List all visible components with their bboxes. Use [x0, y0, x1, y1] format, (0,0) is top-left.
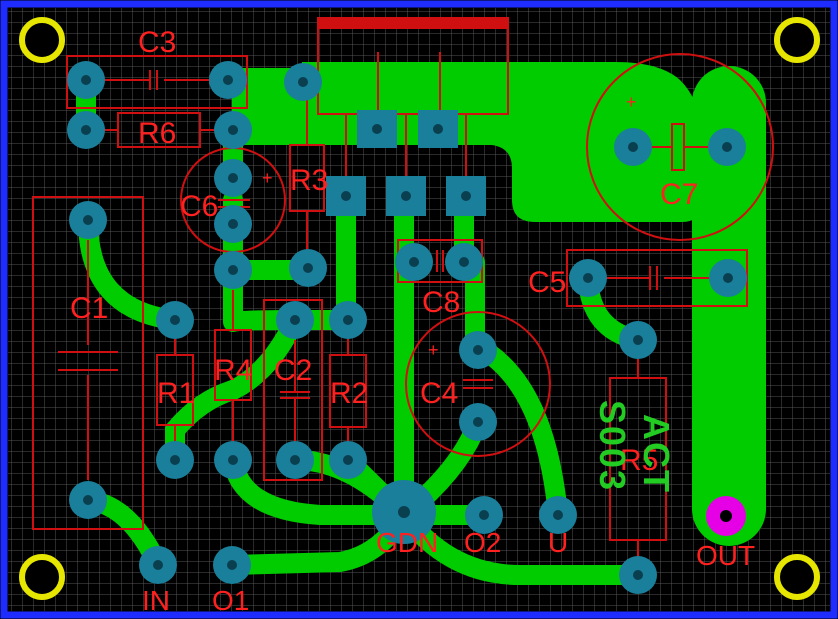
label-o2: O2 — [464, 527, 501, 558]
mounting-hole-top-right — [774, 17, 820, 63]
o1-pad-drill — [227, 560, 237, 570]
pad-layer — [19, 17, 820, 600]
label-r2: R2 — [330, 377, 368, 410]
trace-r1-mid — [165, 310, 305, 440]
label-c4: C4 — [420, 377, 458, 410]
c4-pad-2-drill — [473, 417, 483, 427]
mounting-hole-bottom-right — [774, 554, 820, 600]
r2-pad-1-drill — [343, 315, 353, 325]
label-c2: C2 — [274, 354, 312, 387]
label-r5: R5 — [620, 444, 658, 477]
label-in: IN — [142, 585, 170, 616]
label-out: OUT — [696, 540, 755, 571]
c2-pad-1-drill — [290, 315, 300, 325]
label-c8: C8 — [422, 286, 460, 319]
label-c6: C6 — [180, 190, 218, 223]
r5-pad-1-drill — [633, 335, 643, 345]
label-c3: C3 — [138, 26, 176, 59]
label-r3: R3 — [290, 164, 328, 197]
r4-pad-2-drill — [228, 455, 238, 465]
c2-pad-2-drill — [290, 455, 300, 465]
u-pad-drill — [553, 510, 563, 520]
label-layer: C3 R6 R3 C6 + C1 R1 R4 C2 R2 C8 C4 + C5 … — [70, 26, 755, 616]
r1-pad-2-drill — [170, 455, 180, 465]
c8-pad-1-drill — [409, 257, 419, 267]
c5-pad-1-drill — [583, 273, 593, 283]
c2-outline — [263, 299, 323, 481]
mounting-hole-bottom-left — [19, 554, 65, 600]
in-pad-drill — [153, 560, 163, 570]
c7-pad-2-drill — [722, 142, 732, 152]
mounting-hole-top-left — [19, 17, 65, 63]
label-o1: O1 — [212, 585, 249, 616]
c7-outline — [586, 53, 774, 241]
regulator-lead-pad-drill — [298, 77, 308, 87]
r3-pad-2-drill — [303, 263, 313, 273]
c6-pad-1-drill — [228, 173, 238, 183]
label-gdn: GDN — [376, 527, 438, 558]
c5-pad-2-drill — [723, 273, 733, 283]
o2-pad-drill — [479, 510, 489, 520]
label-c6-plus: + — [262, 168, 273, 188]
label-r6: R6 — [138, 117, 176, 150]
c1-outline — [32, 196, 144, 530]
c3-outline — [66, 55, 248, 109]
label-r4: R4 — [214, 354, 252, 387]
c8-pad-2-drill — [459, 257, 469, 267]
r4-pad-1-drill — [228, 265, 238, 275]
silkscreen-line-2: S003 — [592, 400, 633, 492]
label-r1: R1 — [157, 377, 195, 410]
c1-pad-1-drill — [83, 215, 93, 225]
r2-pad-2-drill — [343, 455, 353, 465]
r1-pad-1-drill — [170, 315, 180, 325]
r5-pad-2-drill — [633, 570, 643, 580]
c3-pad-2-drill — [223, 75, 233, 85]
regulator-tab — [317, 17, 509, 29]
c3-pad-1-drill — [81, 75, 91, 85]
c1-pad-2-drill — [83, 495, 93, 505]
trace-c1-r1 — [78, 210, 185, 330]
c6-pad-2-drill — [228, 219, 238, 229]
label-c1: C1 — [70, 292, 108, 325]
label-c7-plus: + — [626, 92, 637, 112]
c7-pad-1-drill — [628, 142, 638, 152]
r6-pad-1-drill — [81, 125, 91, 135]
label-c5: C5 — [528, 266, 566, 299]
label-c7: C7 — [660, 178, 698, 211]
silkscreen-line-1: ACT — [636, 414, 677, 494]
c4-pad-1-drill — [473, 345, 483, 355]
label-c4-plus: + — [428, 340, 439, 360]
label-u: U — [548, 527, 568, 558]
r6-pad-2-drill — [228, 125, 238, 135]
c4-outline — [405, 311, 551, 457]
